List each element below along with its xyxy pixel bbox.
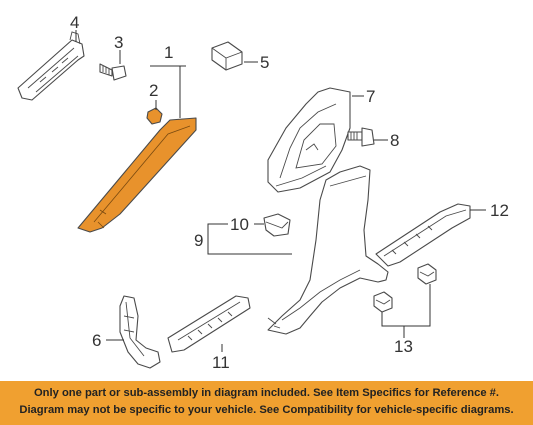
callout-3: 3 xyxy=(114,33,123,52)
callout-10: 10 xyxy=(230,215,249,234)
part-2-clip xyxy=(146,107,163,125)
part-10-clip xyxy=(263,213,291,237)
callout-labels: 1 2 3 4 5 6 7 8 9 10 11 12 13 xyxy=(70,13,509,372)
part-5-clip xyxy=(211,41,243,71)
callout-2: 2 xyxy=(149,81,158,100)
callout-1: 1 xyxy=(164,43,173,62)
disclaimer-banner: Only one part or sub-assembly in diagram… xyxy=(0,381,533,425)
part-12-sill-plate xyxy=(375,203,471,267)
part-7-upper-trim xyxy=(267,87,351,193)
part-3-screw xyxy=(99,63,127,81)
callout-12: 12 xyxy=(490,201,509,220)
leader-lines xyxy=(75,30,486,352)
parts-diagram: 1 2 3 4 5 6 7 8 9 10 11 12 13 xyxy=(17,13,509,372)
callout-6: 6 xyxy=(92,331,101,350)
disclaimer-line-2: Diagram may not be specific to your vehi… xyxy=(19,404,514,416)
part-9-lower-trim xyxy=(267,165,389,335)
part-13-clips xyxy=(373,263,437,313)
callout-13: 13 xyxy=(394,337,413,356)
part-8-bolt xyxy=(347,127,375,147)
part-6-bracket xyxy=(119,295,161,369)
callout-5: 5 xyxy=(260,53,269,72)
callout-7: 7 xyxy=(366,87,375,106)
part-11-scuff-plate xyxy=(167,295,251,353)
disclaimer-line-1: Only one part or sub-assembly in diagram… xyxy=(33,387,500,399)
callout-11: 11 xyxy=(212,353,230,372)
part-1-pillar-trim xyxy=(77,117,197,233)
callout-8: 8 xyxy=(390,131,399,150)
callout-9: 9 xyxy=(194,231,203,250)
callout-4: 4 xyxy=(70,13,79,32)
part-4-bracket xyxy=(17,31,85,101)
